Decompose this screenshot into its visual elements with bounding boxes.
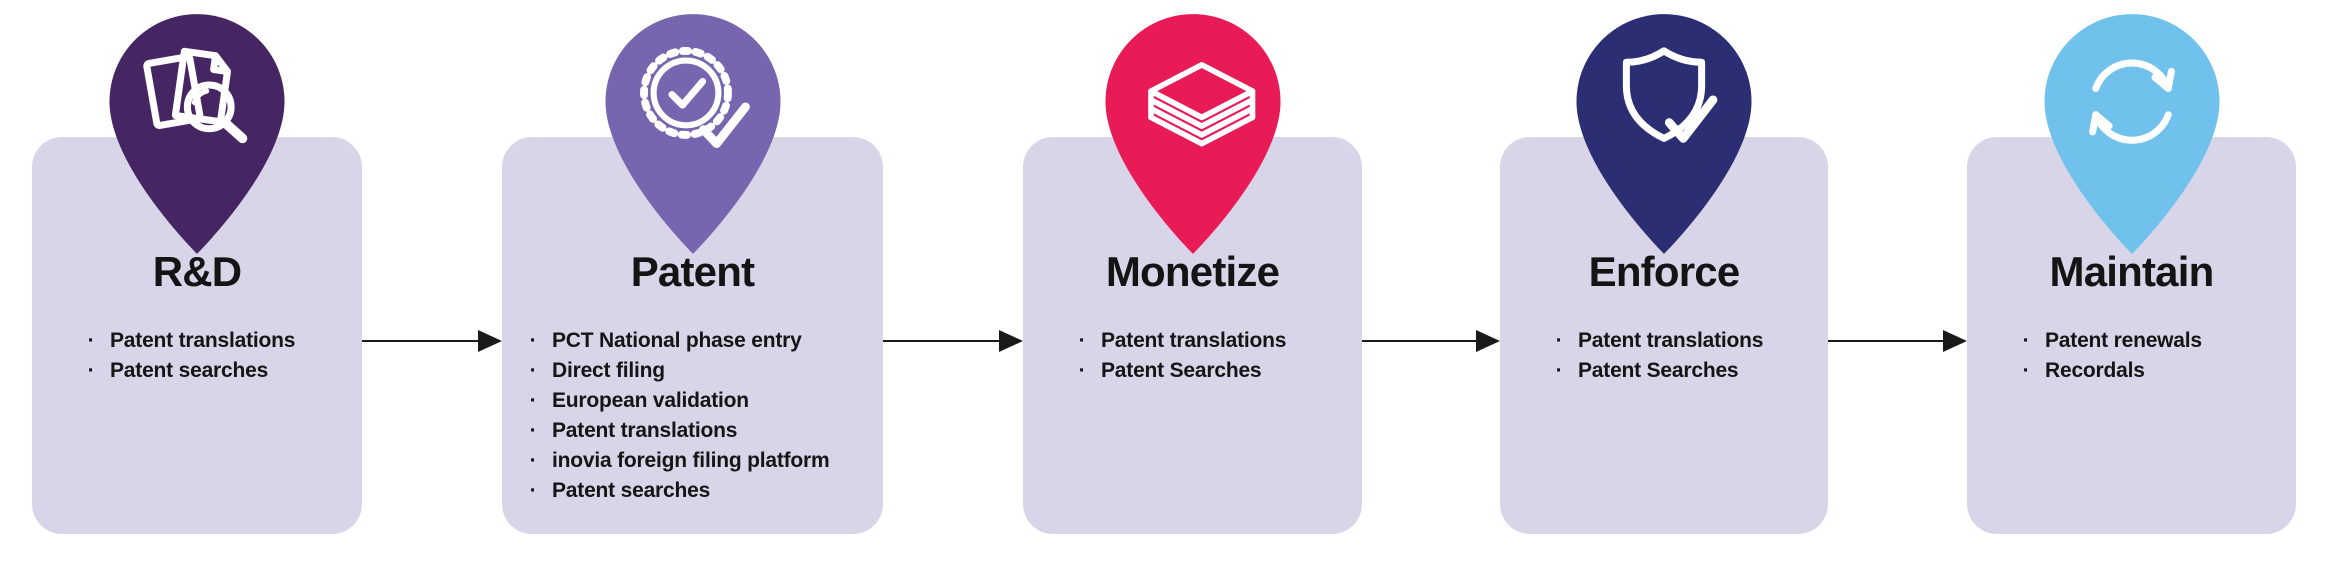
bullet-dot-icon: · — [529, 449, 537, 472]
stage-monetize: Monetize · Patent translations · Patent Sea… — [1023, 0, 1362, 578]
stage-title: Monetize — [1105, 248, 1280, 295]
arrow-head-icon — [1943, 330, 1967, 352]
bullet-dot-icon: · — [87, 329, 95, 352]
service-item: · Patent searches — [84, 356, 356, 386]
flow-arrow — [1828, 330, 1967, 352]
service-item-label: Recordals — [2045, 359, 2145, 382]
stage-title: Maintain — [2049, 248, 2215, 295]
bullet-dot-icon: · — [87, 359, 95, 382]
arrow-head-icon — [999, 330, 1023, 352]
service-item: · European validation — [526, 386, 877, 416]
arrow-line — [1828, 340, 1951, 342]
pin-marker — [2044, 14, 2219, 254]
money-stack-icon — [1147, 62, 1255, 147]
service-item-label: Patent renewals — [2045, 329, 2202, 352]
service-item: · Patent renewals — [2019, 326, 2290, 356]
stage-title: R&D — [152, 248, 242, 295]
service-item-label: Patent translations — [552, 419, 738, 442]
service-item: · Patent Searches — [1075, 356, 1356, 386]
service-item-label: Patent translations — [1578, 329, 1764, 352]
service-list: · Patent renewals · Recordals — [2019, 326, 2290, 386]
arrow-head-icon — [1476, 330, 1500, 352]
arrow-line — [362, 340, 486, 342]
stage-title: Patent — [630, 248, 755, 295]
service-item: · Recordals — [2019, 356, 2290, 386]
service-item-label: Patent translations — [1101, 329, 1287, 352]
service-item-label: European validation — [552, 389, 749, 412]
service-item-label: inovia foreign filing platform — [552, 449, 830, 472]
stage-patent: Patent · PCT National phase entry · Direct … — [502, 0, 883, 578]
refresh-arrows-icon — [2088, 59, 2175, 144]
service-list: · Patent translations · Patent searches — [84, 326, 356, 386]
bullet-dot-icon: · — [2022, 359, 2030, 382]
arrow-line — [883, 340, 1007, 342]
service-list: · Patent translations · Patent Searches — [1075, 326, 1356, 386]
service-item-label: Patent Searches — [1101, 359, 1262, 382]
service-item-label: Patent searches — [110, 359, 269, 382]
service-list: ·PCT National phase entry·Direct filing·… — [526, 326, 877, 506]
bullet-dot-icon: · — [529, 389, 537, 412]
flow-arrow — [362, 330, 502, 352]
service-item-label: PCT National phase entry — [552, 329, 802, 352]
service-item: · Patent searches — [526, 476, 877, 506]
pin-shape — [109, 14, 285, 254]
documents-search-icon — [143, 47, 248, 144]
arrow-line — [1362, 340, 1484, 342]
stage-rnd: R&D · Patent translations · Patent searches — [32, 0, 362, 578]
bullet-dot-icon: · — [2022, 329, 2030, 352]
pin-marker — [1105, 14, 1280, 254]
arrow-head-icon — [478, 330, 502, 352]
pin-shape — [1105, 14, 1280, 254]
service-item: · Direct filing — [526, 356, 877, 386]
stage-enforce: Enforce · Patent translations · Patent Sear… — [1500, 0, 1828, 578]
bullet-dot-icon: · — [1555, 359, 1563, 382]
service-item: · Patent translations — [1552, 326, 1822, 356]
service-item-label: Patent Searches — [1578, 359, 1739, 382]
pin-marker — [109, 14, 285, 254]
service-item-label: Patent translations — [110, 329, 296, 352]
bullet-dot-icon: · — [529, 479, 537, 502]
flow-arrow — [1362, 330, 1500, 352]
service-item: · Patent translations — [526, 416, 877, 446]
bullet-dot-icon: · — [529, 329, 537, 352]
bullet-dot-icon: · — [529, 359, 537, 382]
shield-check-icon — [1622, 47, 1718, 143]
flow-arrow — [883, 330, 1023, 352]
service-item: · Patent Searches — [1552, 356, 1822, 386]
bullet-dot-icon: · — [1078, 359, 1086, 382]
stage-title: Enforce — [1588, 248, 1741, 295]
service-item: · inovia foreign filing platform — [526, 446, 877, 476]
pin-shape — [1576, 14, 1752, 254]
pin-marker — [1576, 14, 1752, 254]
certificate-check-icon — [639, 46, 750, 148]
service-item: · PCT National phase entry — [526, 326, 877, 356]
service-item: · Patent translations — [1075, 326, 1356, 356]
stage-maintain: Maintain · Patent renewals · Recordals — [1967, 0, 2296, 578]
bullet-dot-icon: · — [529, 419, 537, 442]
service-item-label: Direct filing — [552, 359, 665, 382]
service-item-label: Patent searches — [552, 479, 711, 502]
pin-shape — [2044, 14, 2219, 254]
service-list: · Patent translations · Patent Searches — [1552, 326, 1822, 386]
bullet-dot-icon: · — [1078, 329, 1086, 352]
pin-marker — [605, 14, 780, 254]
service-item: · Patent translations — [84, 326, 356, 356]
bullet-dot-icon: · — [1555, 329, 1563, 352]
